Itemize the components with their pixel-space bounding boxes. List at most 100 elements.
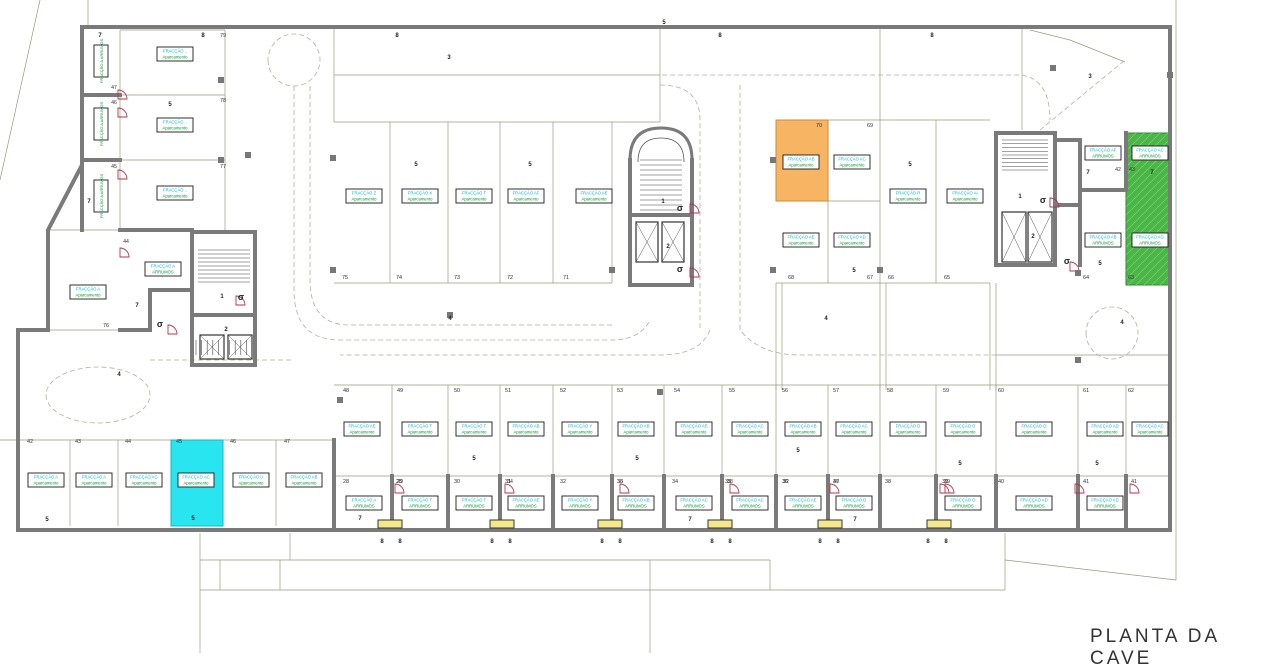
fracao-label-top: FRACÇÃO AB: [790, 424, 817, 429]
space-number-79: 79: [220, 33, 226, 39]
door-swing: [829, 483, 840, 494]
fracao-label-box: [1131, 232, 1169, 248]
fracao-label-top: FRACÇÃO A: [82, 475, 106, 480]
space-number-60: 60: [998, 388, 1004, 394]
fracao-label-bottom: ARRUMOS: [1023, 504, 1045, 509]
zone-code: 5: [191, 516, 195, 522]
zone-code: 7: [853, 517, 857, 523]
hatch-line: [1126, 154, 1170, 200]
fracao-label-box: [1084, 145, 1122, 161]
zone-code: 7: [98, 33, 102, 39]
hatch-line: [1127, 242, 1170, 285]
zone-code: 3: [1088, 74, 1092, 80]
space-number-29: 29: [397, 479, 403, 485]
fracao-label-bottom: Aparcamento: [462, 430, 488, 435]
fracao-label-bottom: ARRUMOS: [625, 504, 647, 509]
fracao-label-box: [156, 117, 194, 133]
fracao-label-box: [944, 421, 982, 437]
space-number-48: 48: [343, 388, 349, 394]
door-symbol: σ: [677, 264, 683, 274]
fracao-label-box: [835, 421, 873, 437]
fracao-label-bottom: Aparcamento: [568, 430, 594, 435]
fracao-label-top: FRACÇÃO AC: [1136, 148, 1163, 153]
fracao-label-top: FRACÇÃO AE: [581, 191, 608, 196]
space-number-56: 56: [782, 388, 788, 394]
fracao-label-box: [69, 284, 107, 300]
zone-code-bottom: 8: [818, 539, 822, 545]
fracao-label-bottom: Aparcamento: [462, 197, 488, 202]
fracao-label-box: [507, 421, 545, 437]
stairs-and-lifts: [117, 65, 1173, 529]
hatch-line: [1151, 266, 1170, 285]
zone-code: 5: [1095, 461, 1099, 467]
zone-code: 5: [168, 102, 172, 108]
fracao-label-top: FRACÇÃO AD: [838, 235, 865, 240]
fracao-label-bottom: ARRUMOS: [1139, 241, 1161, 246]
zone-code: 5: [472, 456, 476, 462]
door-swing: [619, 483, 630, 494]
fracao-label-top: FRACÇÃO X: [408, 191, 433, 196]
space-number-49: 49: [397, 388, 403, 394]
fracao-label-1: FRACÇÃO ..Aparcamento: [156, 46, 194, 62]
door-swing: [117, 107, 128, 118]
fracao-label-3: FRACÇÃO ..Aparcamento: [156, 185, 194, 201]
lift-cross: [1001, 211, 1027, 263]
fracao-label-bottom: ARRUMOS: [515, 504, 537, 509]
zone-code-bottom: 8: [380, 539, 384, 545]
door-number-30: 30: [942, 479, 948, 485]
fracao-label-box: [1086, 421, 1124, 437]
fracao-label-bottom: Aparcamento: [896, 430, 922, 435]
space-number-55: 55: [729, 388, 735, 394]
zone-code-bottom: 8: [508, 539, 512, 545]
zone-code-bottom: 8: [944, 539, 948, 545]
fracao-label-2: FRACÇÃO ..Aparcamento: [156, 117, 194, 133]
fracao-label-box: [177, 472, 215, 488]
space-number-30: 30: [454, 479, 460, 485]
thin-drawing-lines: [0, 0, 1177, 653]
door-swing: [235, 295, 246, 306]
lift-shaft: [199, 334, 225, 360]
zone-code-bottom: 8: [836, 539, 840, 545]
dashed-path: [1085, 306, 1139, 360]
fracao-label-box: [561, 421, 599, 437]
space-number-33: 33: [617, 479, 623, 485]
door-symbol: σ: [677, 203, 683, 213]
hatch-line: [1126, 299, 1170, 343]
door-swing: [167, 324, 178, 335]
door-number-38: 38: [727, 479, 733, 485]
dashed-path: [309, 86, 612, 326]
fracao-label-bottom: ARRUMOS: [1094, 504, 1116, 509]
space-number-62: 62: [1128, 388, 1134, 394]
fracao-label-top: FRACÇÃO ..: [163, 188, 187, 193]
fracao-label-bottom: Aparcamento: [408, 197, 434, 202]
hatch-line: [1143, 258, 1170, 285]
fracao-label-bottom: Aparcamento: [292, 481, 318, 486]
lift-shaft: [227, 334, 253, 360]
fracao-label-top: FRACÇÃO O: [951, 498, 977, 503]
space-number-64: 64: [1083, 275, 1089, 281]
hatch-line: [1126, 186, 1170, 232]
dashed-path: [659, 84, 701, 330]
fracao-label-box: [1084, 232, 1122, 248]
space-number-35: 35: [725, 479, 731, 485]
space-number-42: 42: [27, 439, 33, 445]
thin-line: [1099, 51, 1126, 63]
fracao-label-bottom: ARRUMOS: [1139, 154, 1161, 159]
zone-code: 3: [447, 55, 451, 61]
space-number-31: 31: [505, 479, 511, 485]
